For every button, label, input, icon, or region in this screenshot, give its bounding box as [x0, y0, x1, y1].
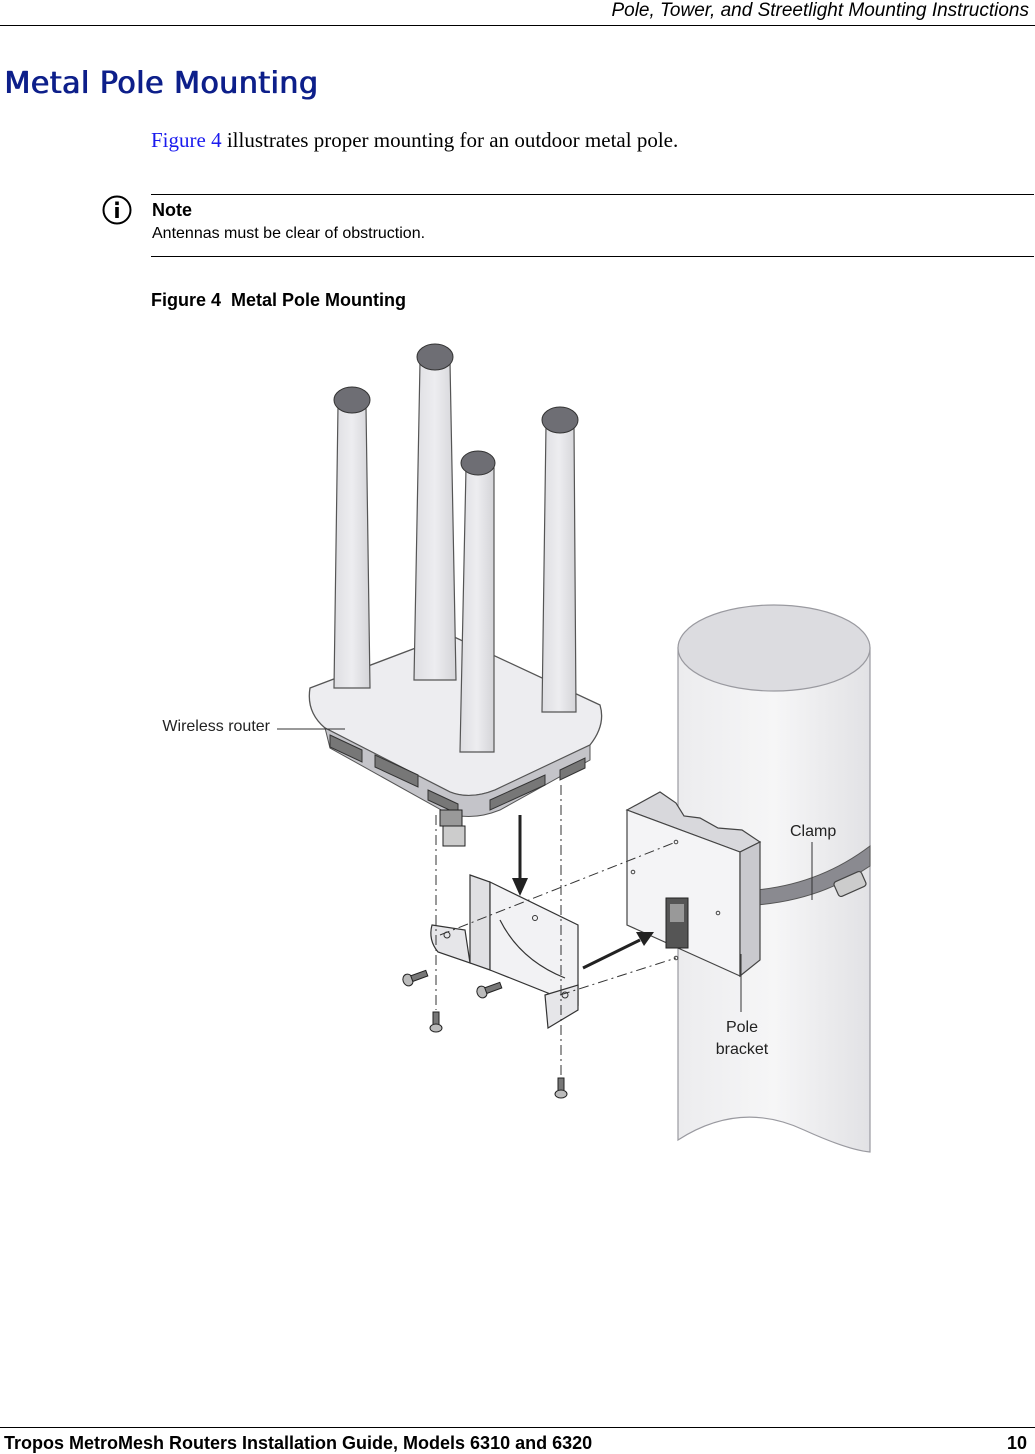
mounting-illustration: Wireless router Clamp Pole bracket: [162, 343, 871, 1153]
callouts: Wireless router Clamp Pole bracket: [162, 718, 836, 1058]
section-title: Metal Pole Mounting: [4, 66, 318, 101]
page-number: 10: [1006, 1433, 1027, 1453]
note-body: Antennas must be clear of obstruction.: [152, 225, 426, 242]
note-bottom-rule: [151, 256, 1034, 257]
info-icon: [102, 195, 132, 225]
screws: [402, 969, 568, 1099]
note-top-rule: [151, 194, 1034, 195]
footer-title: Tropos MetroMesh Routers Installation Gu…: [4, 1433, 593, 1453]
label-clamp: Clamp: [790, 823, 836, 840]
figure-caption: Figure 4 Metal Pole Mounting: [151, 289, 406, 311]
assembly-arrows: [512, 815, 654, 970]
label-pole: Pole: [726, 1019, 758, 1036]
running-header: Pole, Tower, and Streetlight Mounting In…: [611, 0, 1029, 21]
label-bracket: bracket: [716, 1041, 769, 1058]
intro-paragraph: Figure 4 illustrates proper mounting for…: [151, 127, 678, 153]
clamp-strap: [755, 844, 871, 906]
note-title: Note: [152, 200, 192, 220]
pole-bracket: [625, 791, 762, 978]
footer-rule: [0, 1427, 1035, 1428]
intro-text: illustrates proper mounting for an outdo…: [221, 128, 679, 152]
alignment-lines: [435, 785, 677, 1076]
wireless-router: [308, 634, 603, 847]
label-wireless-router: Wireless router: [162, 718, 270, 735]
figure-title: Metal Pole Mounting: [231, 290, 407, 310]
header-rule: [0, 25, 1035, 26]
figure-number: Figure 4: [151, 290, 222, 310]
figure-link[interactable]: Figure 4: [151, 128, 222, 152]
mounting-plate: [430, 874, 579, 1030]
router-connector: [439, 809, 466, 847]
antennas: [333, 343, 579, 753]
